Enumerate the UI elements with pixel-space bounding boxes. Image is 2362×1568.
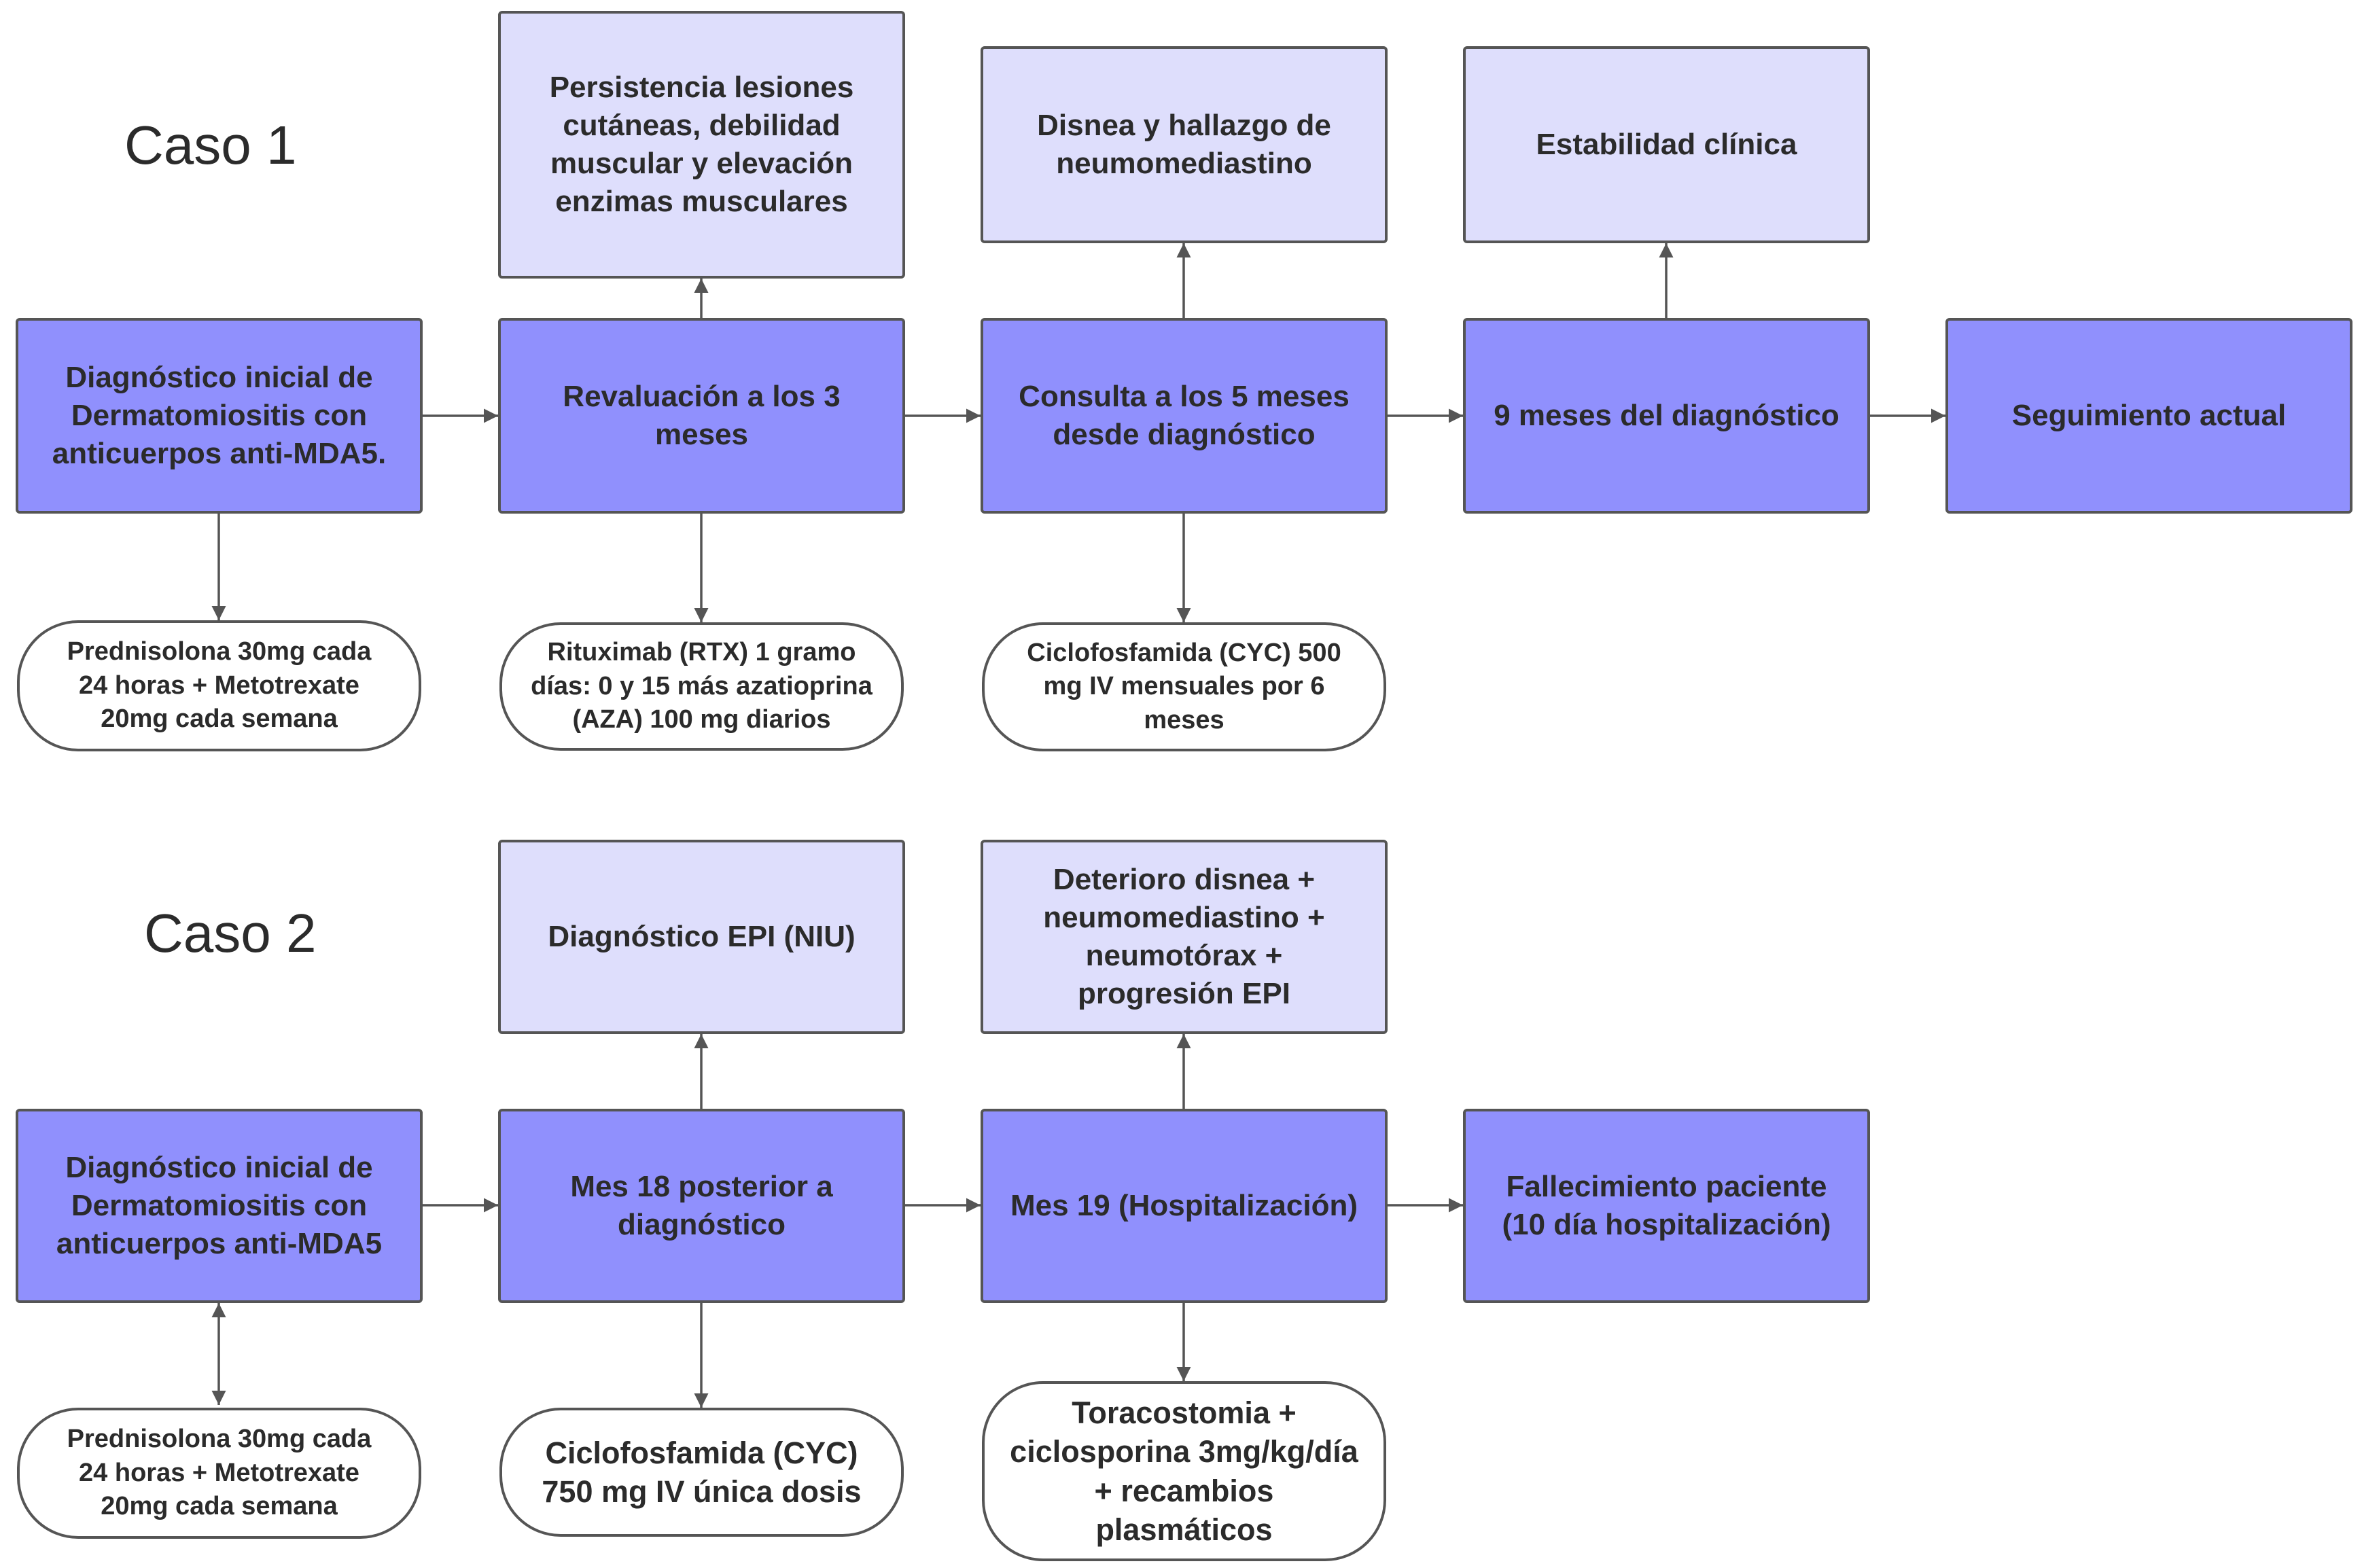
c2-note-deterioro: Deterioro disnea +neumomediastino +neumo… — [981, 840, 1388, 1034]
c1-step-9-meses: 9 meses del diagnóstico — [1463, 318, 1870, 514]
case-2-title: Caso 2 — [144, 903, 317, 963]
c2-note-diagnostico-epi: Diagnóstico EPI (NIU) — [498, 840, 905, 1034]
c2-step-fallecimiento: Fallecimiento paciente(10 día hospitaliz… — [1463, 1109, 1870, 1303]
case-1-title: Caso 1 — [124, 115, 297, 175]
c2-treatment-ciclofosfamida: Ciclofosfamida (CYC)750 mg IV única dosi… — [499, 1408, 904, 1537]
c2-treatment-toracostomia: Toracostomia +ciclosporina 3mg/kg/día+ r… — [982, 1381, 1386, 1561]
c1-note-estabilidad: Estabilidad clínica — [1463, 46, 1870, 243]
c2-step-mes-19: Mes 19 (Hospitalización) — [981, 1109, 1388, 1303]
c1-step-seguimiento: Seguimiento actual — [1945, 318, 2352, 514]
